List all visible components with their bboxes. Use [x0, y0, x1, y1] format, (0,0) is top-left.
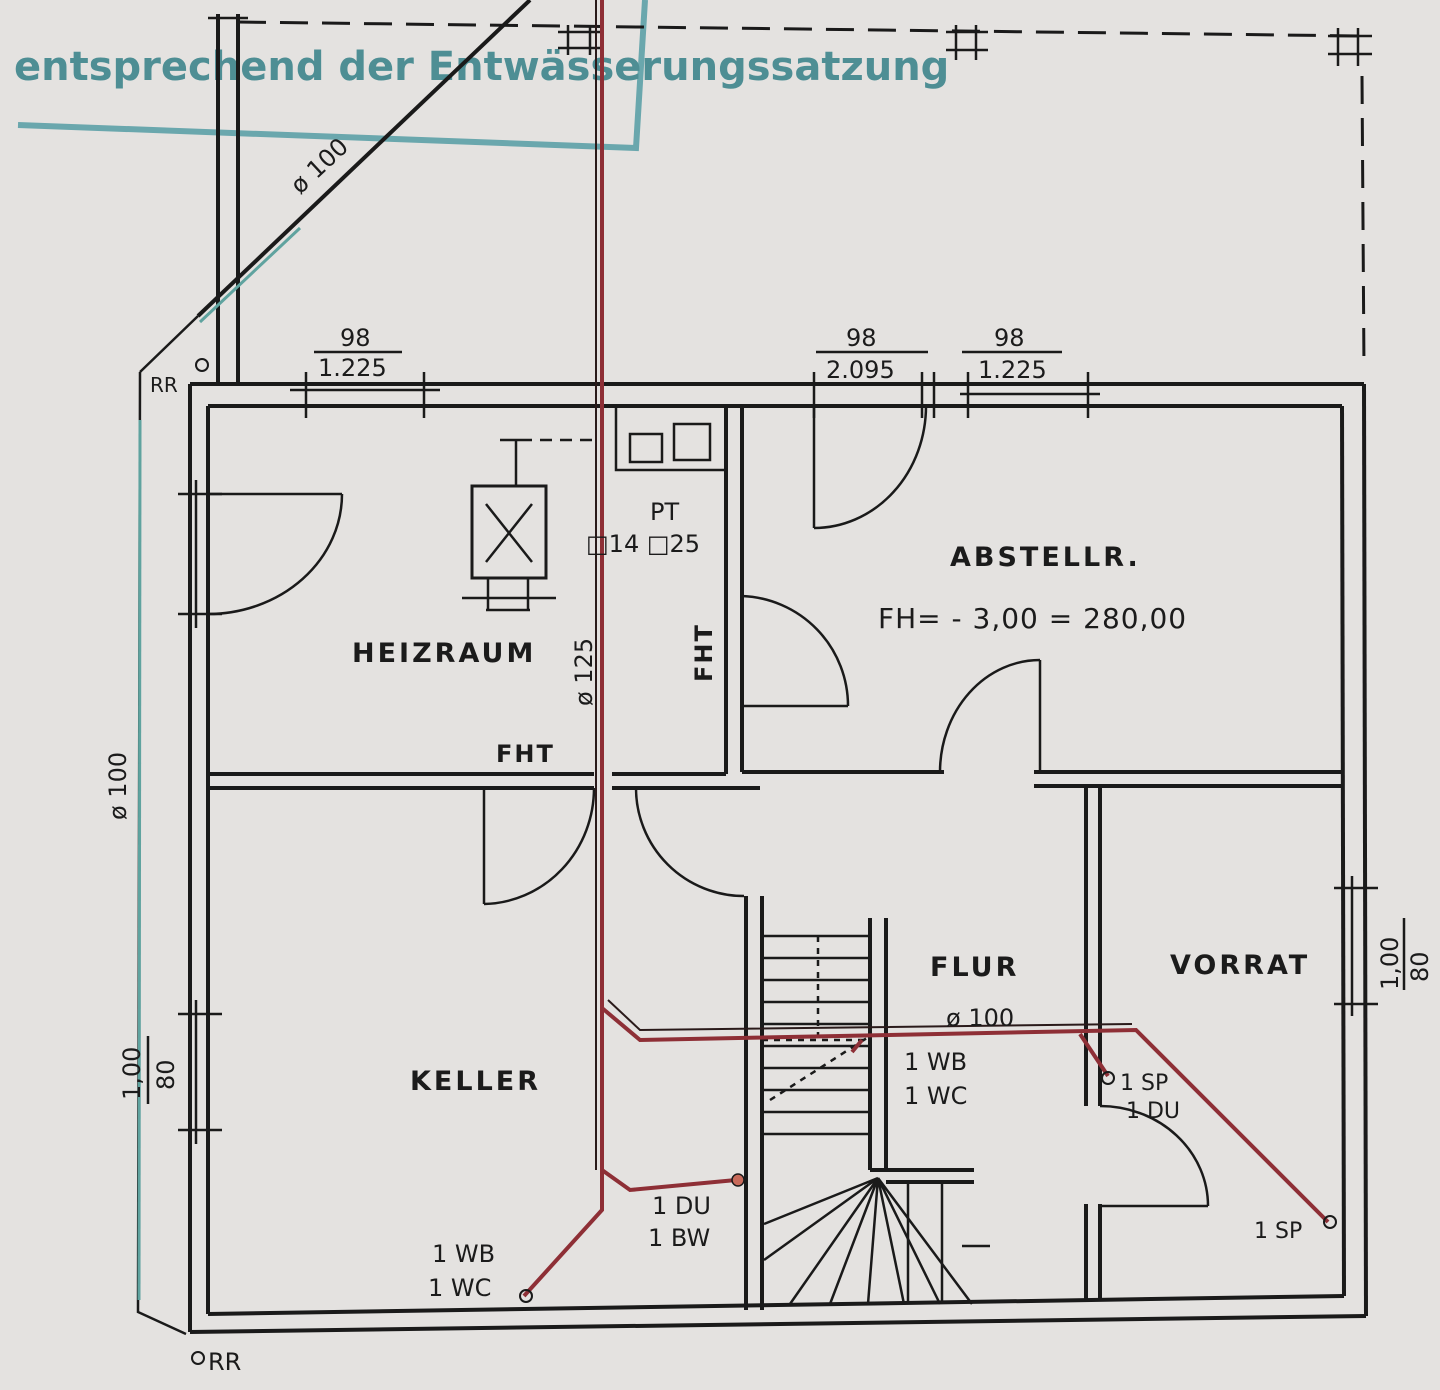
window-1-top: 98 [340, 324, 371, 352]
outline-dashed [237, 20, 1372, 371]
annotations: FHT FHT RR RR 1 WB 1 WC 1 WB 1 WC 1 DU 1… [150, 373, 1302, 1376]
stamp-text: entsprechend der Entwässerungssatzung [14, 44, 949, 90]
window-right-top: 1,00 [1376, 937, 1404, 990]
fht-vertical-label: FHT [690, 623, 718, 682]
window-left-top: 1,00 [118, 1047, 146, 1100]
du-fixture-1: 1 DU [652, 1192, 711, 1220]
vorrat-fixture-2: 1 DU [1126, 1099, 1180, 1124]
keller-fixture-1: 1 WB [432, 1240, 495, 1268]
du-fixture-2: 1 BW [648, 1224, 710, 1252]
sp-fixture: 1 SP [1254, 1219, 1302, 1244]
left-pipe-diameter: ø 100 [104, 752, 132, 820]
approval-stamp: entsprechend der Entwässerungssatzung [14, 0, 949, 152]
window-left-bottom: 80 [152, 1059, 180, 1090]
rr-top-label: RR [150, 373, 178, 397]
interior-walls [208, 406, 1342, 1310]
room-keller: KELLER [410, 1066, 541, 1097]
window-3-bottom: 1.225 [978, 356, 1047, 384]
flur-fixture-1: 1 WB [904, 1048, 967, 1076]
window-2-top: 98 [846, 324, 877, 352]
room-abstellraum: ABSTELLR. [950, 542, 1141, 573]
window-dimensions: 98 1.225 98 2.095 98 1.225 1,00 80 1,00 … [118, 324, 1434, 1104]
rr-bottom-label: RR [208, 1348, 241, 1376]
outer-walls [136, 371, 1368, 1336]
vorrat-fixture-1: 1 SP [1120, 1071, 1168, 1096]
vertical-pipe-diameter: ø 125 [570, 638, 598, 706]
room-vorrat: VORRAT [1170, 950, 1310, 981]
doors [207, 405, 1210, 1208]
flur-pipe-diameter: ø 100 [946, 1004, 1014, 1032]
window-2-bottom: 2.095 [826, 356, 895, 384]
window-3-top: 98 [994, 324, 1025, 352]
drain-pipes [191, 0, 1337, 1365]
windows [178, 372, 1378, 1144]
room-flur: FLUR [930, 952, 1019, 983]
window-right-bottom: 80 [1406, 951, 1434, 982]
window-1-bottom: 1.225 [318, 354, 387, 382]
staircase [762, 934, 990, 1305]
floor-height-label: FH= - 3,00 = 280,00 [878, 602, 1187, 635]
shaft [208, 14, 248, 384]
keller-fixture-2: 1 WC [428, 1274, 491, 1302]
pipe-labels: ø 125 ø 100 ø 100 PT □14 □25 [104, 498, 1014, 1032]
boiler-icon [462, 438, 600, 612]
fht-horizontal-label: FHT [496, 740, 555, 768]
pt-sizes: □14 □25 [586, 530, 700, 558]
pt-label: PT [650, 498, 679, 526]
room-heizraum: HEIZRAUM [352, 638, 536, 669]
flur-fixture-2: 1 WC [904, 1082, 967, 1110]
diag-diameter-label: ø 100 [285, 132, 354, 199]
